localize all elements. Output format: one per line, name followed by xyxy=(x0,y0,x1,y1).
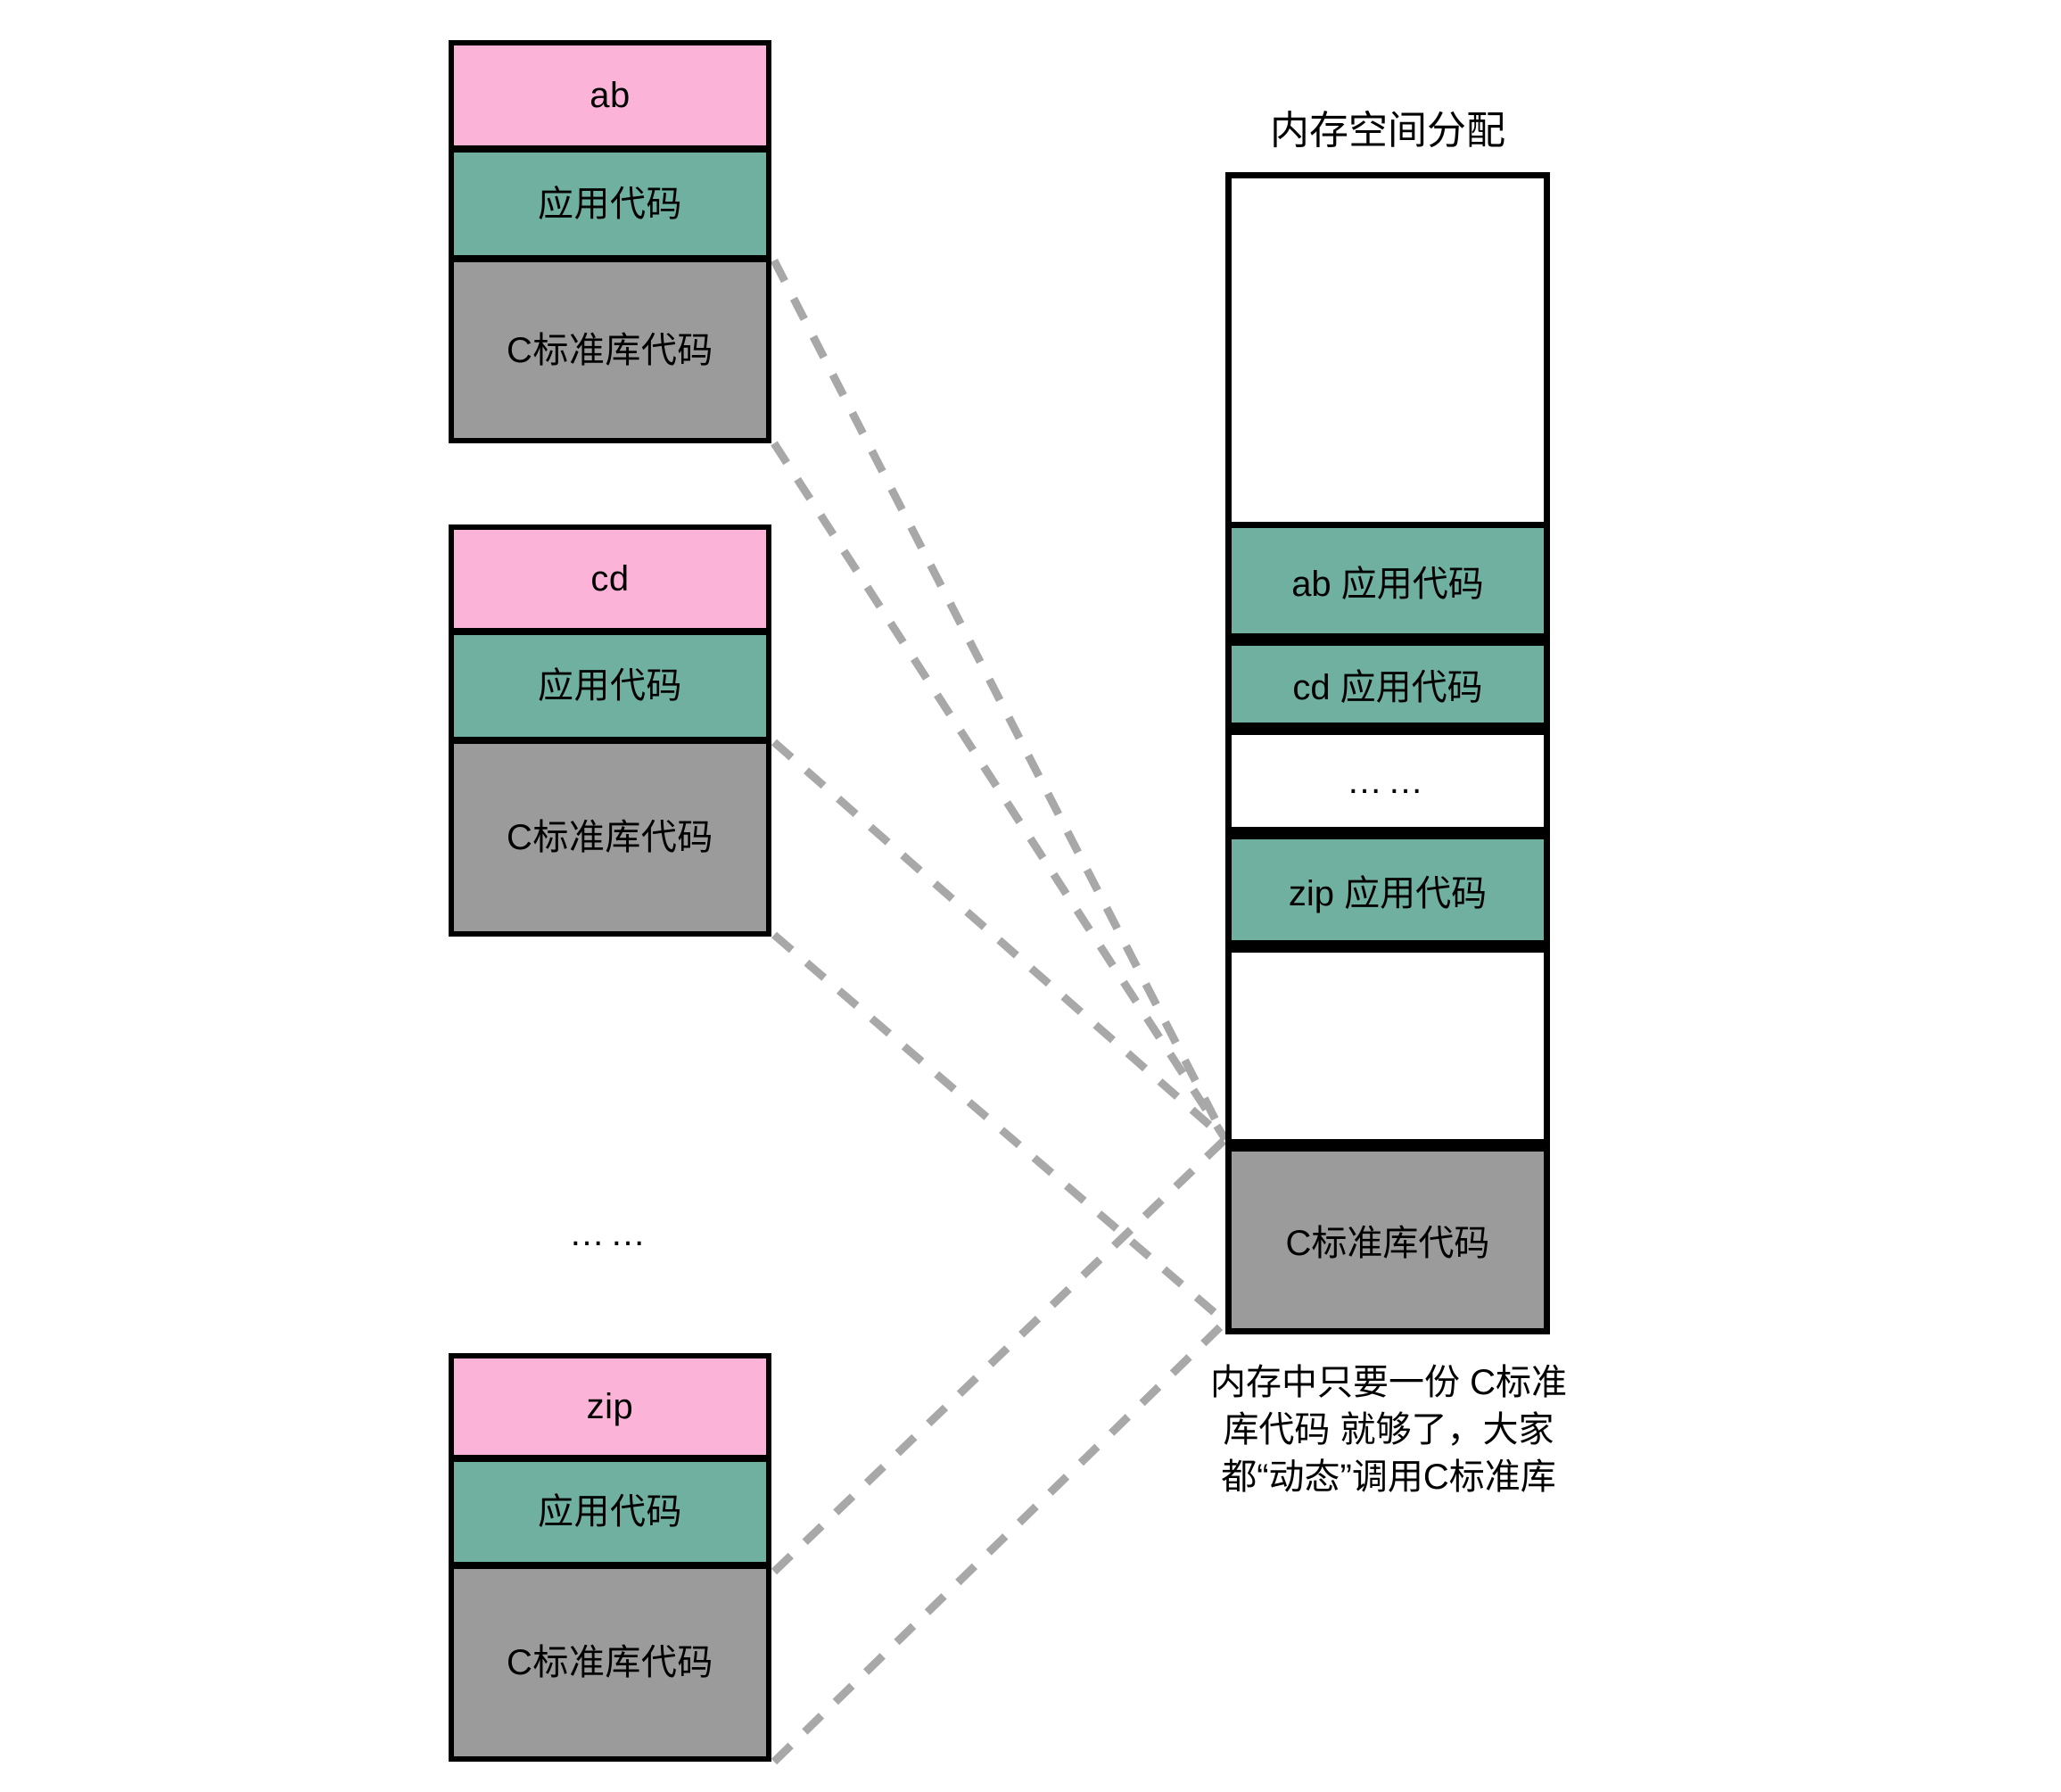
program-zip-app-segment: 应用代码 xyxy=(449,1457,771,1567)
memory-segment-ellipsis-dots: …… xyxy=(1347,761,1429,801)
memory-segment-free-top xyxy=(1225,172,1550,522)
connector-cd-top xyxy=(771,739,1228,1143)
program-ab-lib-segment: C标准库代码 xyxy=(449,257,771,443)
memory-segment-cd-label: cd 应用代码 xyxy=(1292,668,1483,707)
connector-ab-bottom xyxy=(771,441,1229,1142)
memory-segment-cd: cd 应用代码 xyxy=(1225,640,1550,729)
program-ab-name-label: ab xyxy=(589,76,631,115)
program-ab-name-segment: ab xyxy=(449,40,771,151)
program-ab-app-label: 应用代码 xyxy=(538,184,682,224)
memory-segment-ab-label: ab 应用代码 xyxy=(1291,565,1484,604)
program-zip-lib-label: C标准库代码 xyxy=(507,1643,713,1682)
memory-space-box: ab 应用代码 cd 应用代码 …… zip 应用代码 C标准库代码 xyxy=(1225,172,1550,1334)
program-cd-app-label: 应用代码 xyxy=(538,666,682,706)
memory-caption-line-3: 都“动态”调用C标准库 xyxy=(1221,1457,1556,1497)
program-ab-app-segment: 应用代码 xyxy=(449,147,771,260)
memory-segment-ellipsis: …… xyxy=(1225,729,1550,833)
memory-segment-c-stdlib-label: C标准库代码 xyxy=(1285,1224,1490,1263)
program-block-zip: zip 应用代码 C标准库代码 xyxy=(449,1353,771,1762)
program-cd-name-label: cd xyxy=(590,559,630,599)
program-ab-lib-label: C标准库代码 xyxy=(507,330,713,370)
program-cd-lib-segment: C标准库代码 xyxy=(449,739,771,937)
connector-zip-top xyxy=(771,1135,1229,1575)
program-cd-lib-label: C标准库代码 xyxy=(507,818,713,857)
connector-ab-top xyxy=(770,258,1230,1142)
program-zip-name-segment: zip xyxy=(449,1353,771,1460)
memory-segment-zip-label: zip 应用代码 xyxy=(1288,873,1488,913)
program-zip-lib-segment: C标准库代码 xyxy=(449,1564,771,1762)
program-block-ab: ab 应用代码 C标准库代码 xyxy=(449,40,771,443)
memory-segment-c-stdlib: C标准库代码 xyxy=(1225,1145,1550,1334)
program-zip-app-label: 应用代码 xyxy=(538,1492,682,1532)
program-zip-name-label: zip xyxy=(586,1387,634,1426)
memory-title: 内存空间分配 xyxy=(1270,109,1505,153)
memory-caption-line-2: 库代码 就够了，大家 xyxy=(1223,1409,1554,1449)
memory-segment-ab: ab 应用代码 xyxy=(1225,522,1550,640)
connector-zip-bottom xyxy=(771,1318,1229,1765)
memory-segment-free-bottom xyxy=(1225,946,1550,1145)
memory-segment-zip: zip 应用代码 xyxy=(1225,833,1550,946)
connector-cd-bottom xyxy=(771,931,1228,1325)
program-cd-name-segment: cd xyxy=(449,524,771,633)
program-cd-app-segment: 应用代码 xyxy=(449,630,771,742)
programs-ellipsis-dots: …… xyxy=(569,1214,651,1253)
program-block-cd: cd 应用代码 C标准库代码 xyxy=(449,524,771,937)
memory-caption-line-1: 内存中只要一份 C标准 xyxy=(1210,1363,1567,1402)
memory-caption: 内存中只要一份 C标准 库代码 就够了，大家 都“动态”调用C标准库 xyxy=(1197,1359,1580,1500)
programs-ellipsis: …… xyxy=(449,1216,771,1251)
